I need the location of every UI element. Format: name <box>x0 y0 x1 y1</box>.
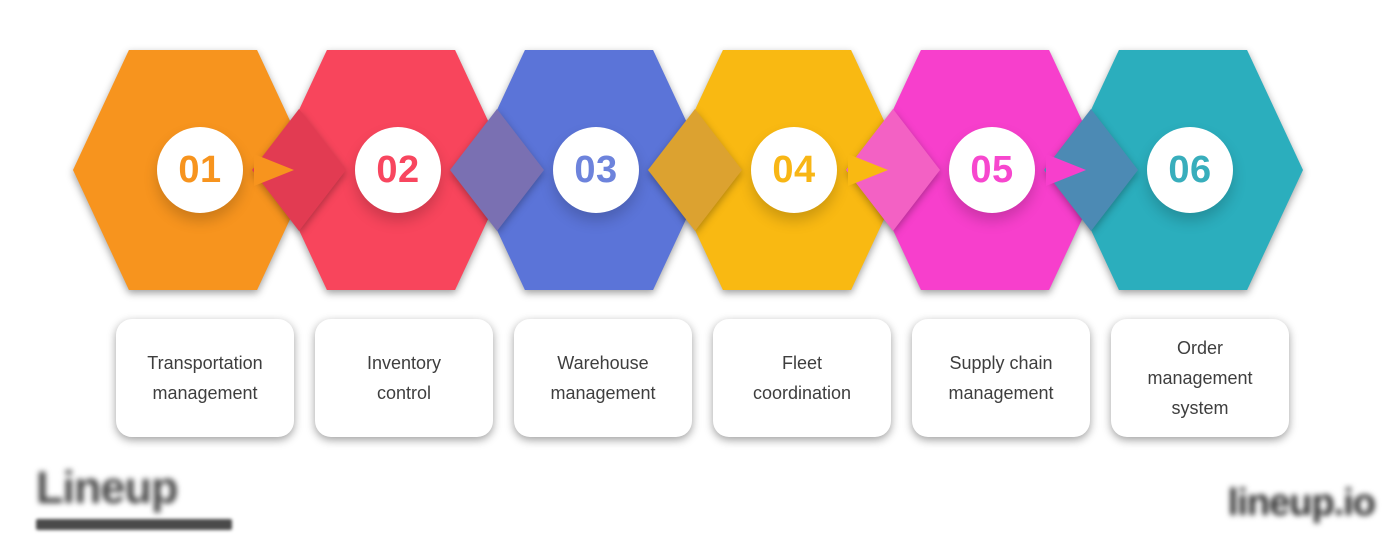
right-watermark-wordmark: lineup.io <box>1227 482 1376 524</box>
step-number-circle: 01 <box>157 127 243 213</box>
step-label: Inventory control <box>366 353 442 403</box>
step-label: Transportation management <box>147 353 263 403</box>
diamond-shape <box>450 109 544 231</box>
step-number-circle: 06 <box>1147 127 1233 213</box>
step-number: 02 <box>376 148 420 191</box>
step-number: 05 <box>970 148 1014 191</box>
left-watermark-tagline-bar <box>36 519 232 530</box>
step-number-circle: 03 <box>553 127 639 213</box>
step-number-circle: 05 <box>949 127 1035 213</box>
junction-diamond <box>648 109 742 231</box>
step-label-card: Fleet coordination <box>713 319 891 437</box>
step-label-card: Order management system <box>1111 319 1289 437</box>
step-number: 03 <box>574 148 618 191</box>
step-label: Supply chain management <box>948 353 1054 403</box>
step-number: 06 <box>1168 148 1212 191</box>
junction-diamond <box>450 109 544 231</box>
diamond-shape <box>648 109 742 231</box>
step-number-circle: 04 <box>751 127 837 213</box>
step-label: Fleet coordination <box>752 353 852 403</box>
step-label: Order management system <box>1147 338 1253 418</box>
step-number: 01 <box>178 148 222 191</box>
step-label-card: Supply chain management <box>912 319 1090 437</box>
step-number: 04 <box>772 148 816 191</box>
step-label-card: Transportation management <box>116 319 294 437</box>
step-label-card: Warehouse management <box>514 319 692 437</box>
step-number-circle: 02 <box>355 127 441 213</box>
step-label: Warehouse management <box>550 353 656 403</box>
left-watermark-wordmark: Lineup <box>36 462 178 513</box>
step-label-card: Inventory control <box>315 319 493 437</box>
